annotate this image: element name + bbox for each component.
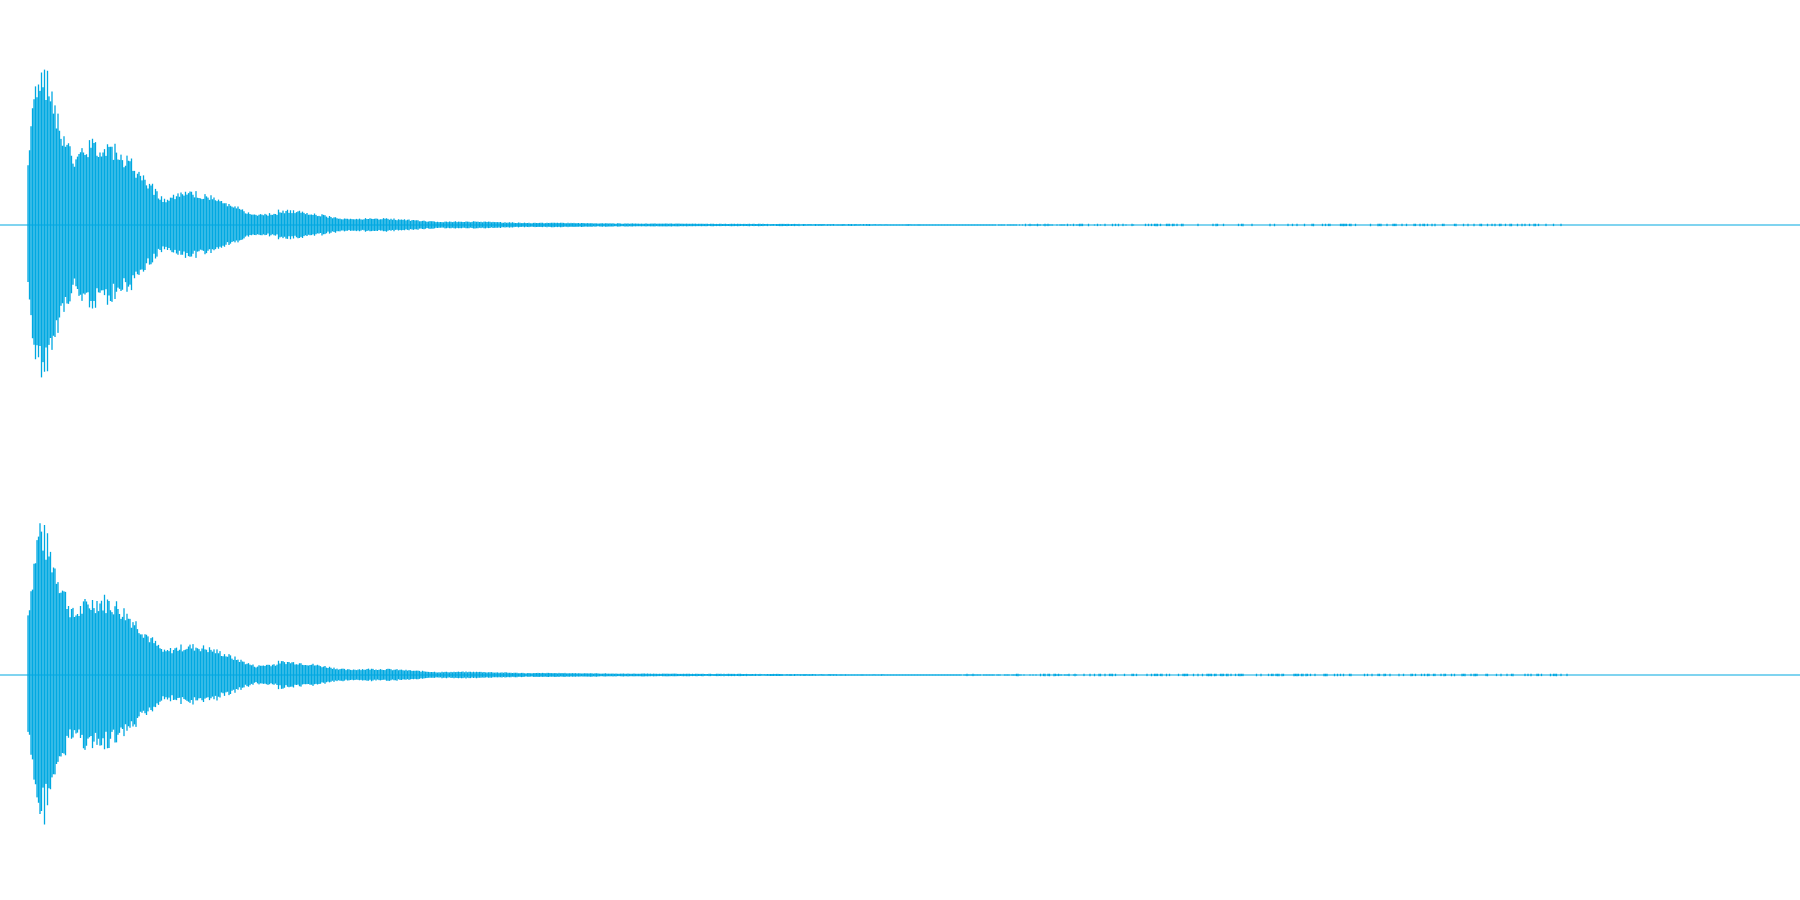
channel-2-waveform xyxy=(27,523,1568,825)
waveform-channel-1 xyxy=(0,69,1800,378)
channel-1-waveform xyxy=(27,69,1562,378)
waveform-channel-2 xyxy=(0,523,1800,825)
